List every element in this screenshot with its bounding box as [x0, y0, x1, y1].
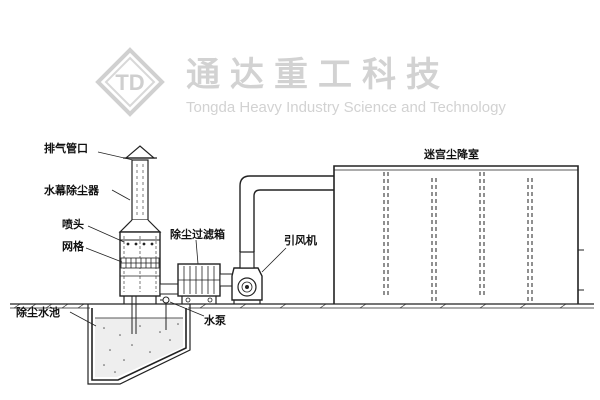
exhaust-pipe — [131, 159, 149, 221]
label-exhaust-outlet: 排气管口 — [44, 141, 88, 155]
air-duct — [239, 175, 334, 252]
filter-box — [177, 263, 235, 304]
label-dust-pool: 除尘水池 — [16, 305, 60, 319]
labels — [69, 151, 287, 327]
leader-pool — [69, 311, 97, 327]
induced-draft-fan — [231, 251, 263, 304]
maze-chamber — [333, 165, 584, 304]
mesh-grid — [120, 257, 160, 269]
leader-pump — [169, 301, 205, 317]
exhaust-outlet-cap — [124, 145, 156, 159]
watermark: TD 通达重工科技 Tongda Heavy Industry Science … — [95, 47, 506, 117]
watermark-brand-en: Tongda Heavy Industry Science and Techno… — [186, 99, 506, 116]
ground — [10, 303, 594, 309]
leader-nozzle — [87, 225, 125, 243]
baffles — [383, 172, 533, 302]
label-fan: 引风机 — [284, 233, 317, 247]
leader-grid — [85, 247, 123, 263]
watermark-logo-text: TD — [115, 70, 144, 95]
pool-water — [95, 318, 183, 377]
leader-exhaust-outlet — [97, 151, 134, 161]
leader-collector — [111, 189, 131, 201]
label-filter-box: 除尘过滤箱 — [170, 227, 225, 241]
label-nozzle: 喷头 — [62, 217, 84, 231]
label-water-curtain-collector: 水幕除尘器 — [44, 183, 100, 197]
water-curtain-collector — [118, 145, 179, 334]
dust-pool — [87, 304, 191, 385]
nozzles — [126, 242, 154, 246]
label-water-pump: 水泵 — [204, 313, 226, 327]
label-grid: 网格 — [62, 239, 85, 253]
watermark-logo: TD — [95, 47, 165, 117]
leader-fan — [261, 247, 287, 273]
watermark-brand-cn: 通达重工科技 — [186, 55, 450, 95]
label-maze-chamber: 迷宫尘降室 — [423, 147, 479, 161]
leader-filter-box — [195, 239, 199, 265]
water-pump-icon — [162, 296, 170, 304]
